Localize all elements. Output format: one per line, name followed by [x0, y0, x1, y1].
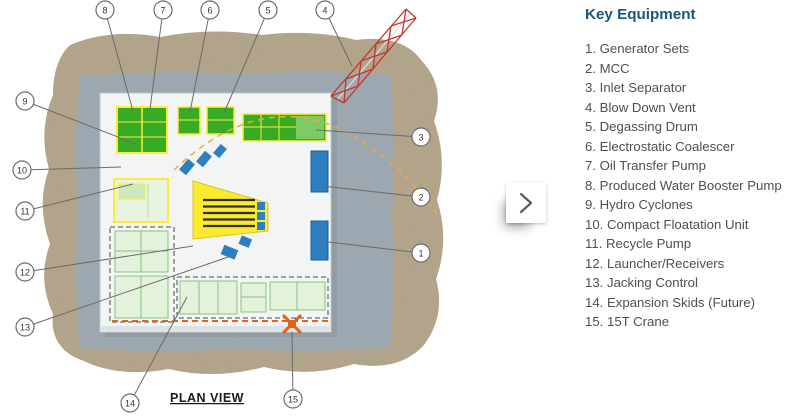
- callout-15: 15: [283, 331, 303, 409]
- legend-title: Key Equipment: [585, 6, 696, 23]
- key-equipment-panel: Key Equipment 1. Generator Sets 2. MCC 3…: [585, 0, 791, 332]
- equipment-blow-down-vent-tower: [330, 8, 417, 104]
- callout-7: 7: [149, 0, 173, 110]
- svg-text:12: 12: [20, 267, 30, 277]
- equipment-small-pumps: [179, 143, 227, 176]
- legend-item-4: 4. Blow Down Vent: [585, 99, 696, 115]
- svg-text:4: 4: [322, 5, 327, 15]
- svg-text:7: 7: [160, 5, 165, 15]
- callout-2: 2: [321, 185, 431, 207]
- future-expansion-outline: [109, 226, 329, 323]
- legend-item-11: 11. Recycle Pump: [585, 236, 692, 251]
- callout-1: 1: [319, 240, 431, 263]
- callout-5: 5: [223, 0, 278, 114]
- svg-text:8: 8: [102, 5, 107, 15]
- legend-item-8: 8. Produced Water Booster Pump: [585, 177, 782, 193]
- callout-12: 12: [15, 245, 194, 282]
- svg-text:9: 9: [22, 96, 27, 106]
- svg-text:10: 10: [17, 165, 27, 175]
- legend-item-14: 14. Expansion Skids (Future): [585, 294, 756, 310]
- legend-item-5: 5. Degassing Drum: [585, 119, 698, 134]
- callout-9: 9: [15, 91, 137, 145]
- callout-14: 14: [120, 296, 188, 413]
- legend-item-1: 1. Generator Sets: [585, 41, 690, 56]
- svg-text:3: 3: [418, 132, 423, 142]
- equipment-expansion-skids: [114, 230, 326, 319]
- legend-item-6: 6. Electrostatic Coalescer: [585, 138, 735, 154]
- legend-item-7: 7. Oil Transfer Pump: [585, 158, 706, 173]
- callout-6: 6: [189, 0, 220, 113]
- equipment-pump-block: [116, 106, 168, 154]
- svg-text:2: 2: [418, 192, 423, 202]
- legend-item-15: 15. 15T Crane: [585, 314, 670, 329]
- legend-item-10: 10. Compact Floatation Unit: [585, 216, 749, 232]
- equipment-inlet-separator: [242, 113, 327, 142]
- svg-text:6: 6: [207, 5, 212, 15]
- callout-8: 8: [95, 0, 134, 112]
- legend-item-3: 3. Inlet Separator: [585, 80, 687, 95]
- legend-item-13: 13. Jacking Control: [585, 275, 698, 290]
- equipment-hydrocyclones-cfu: [113, 178, 169, 223]
- carousel-next-button[interactable]: [498, 183, 546, 226]
- equipment-generator-sets: [310, 220, 329, 261]
- legend-item-12: 12. Launcher/Receivers: [585, 255, 725, 271]
- plan-view-caption: PLAN VIEW: [170, 391, 244, 405]
- chevron-right-icon: [519, 192, 533, 214]
- callout-11: 11: [15, 183, 134, 221]
- legend-item-9: 9. Hydro Cyclones: [585, 197, 693, 212]
- equipment-electrostatic-coalescer: [177, 106, 201, 135]
- svg-text:5: 5: [265, 5, 270, 15]
- plan-view-diagram: 1 2 3 4 5 6 7 8: [12, 0, 444, 413]
- equipment-launcher-receivers: [192, 180, 269, 240]
- equipment-jacking-control: [220, 235, 253, 260]
- key-equipment-list: 1. Generator Sets 2. MCC 3. Inlet Separa…: [585, 39, 791, 332]
- svg-text:14: 14: [125, 398, 135, 408]
- svg-text:13: 13: [20, 322, 30, 332]
- legend-item-2: 2. MCC: [585, 60, 630, 76]
- callout-4: 4: [315, 0, 353, 67]
- svg-text:1: 1: [418, 248, 423, 258]
- callout-3: 3: [315, 127, 431, 147]
- svg-text:11: 11: [20, 206, 29, 216]
- callout-13: 13: [15, 255, 232, 337]
- equipment-mcc: [310, 150, 329, 193]
- equipment-crane: [112, 313, 328, 335]
- callout-10: 10: [12, 160, 122, 180]
- svg-text:15: 15: [288, 394, 298, 404]
- crane-radius-arc: [173, 115, 438, 214]
